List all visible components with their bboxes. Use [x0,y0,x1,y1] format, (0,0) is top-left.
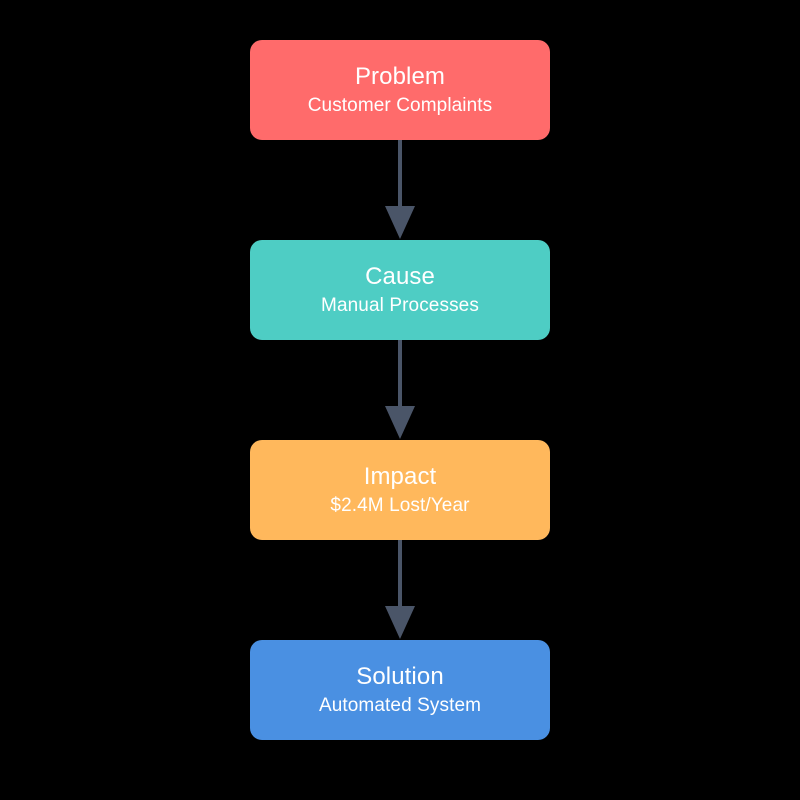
arrow-shaft [398,140,402,208]
node-problem[interactable]: Problem Customer Complaints [250,40,550,140]
arrow-head [385,606,415,639]
arrow-down-icon [385,340,415,439]
node-solution[interactable]: Solution Automated System [250,640,550,740]
node-problem-subtitle: Customer Complaints [307,94,493,116]
node-solution-title: Solution [356,663,444,691]
arrow-down-icon [385,540,415,639]
arrow-shaft [398,340,402,408]
node-impact-subtitle: $2.4M Lost/Year [330,494,470,516]
node-impact[interactable]: Impact $2.4M Lost/Year [250,440,550,540]
node-impact-title: Impact [363,463,437,491]
arrow-shaft [398,540,402,608]
node-problem-title: Problem [354,63,446,91]
arrow-head [385,206,415,239]
node-cause-title: Cause [365,263,435,291]
arrow-down-icon [385,140,415,239]
connector-cause-to-impact [385,340,415,440]
node-cause[interactable]: Cause Manual Processes [250,240,550,340]
node-solution-subtitle: Automated System [318,694,482,716]
connector-problem-to-cause [385,140,415,240]
arrow-head [385,406,415,439]
node-cause-subtitle: Manual Processes [321,294,479,316]
connector-impact-to-solution [385,540,415,640]
